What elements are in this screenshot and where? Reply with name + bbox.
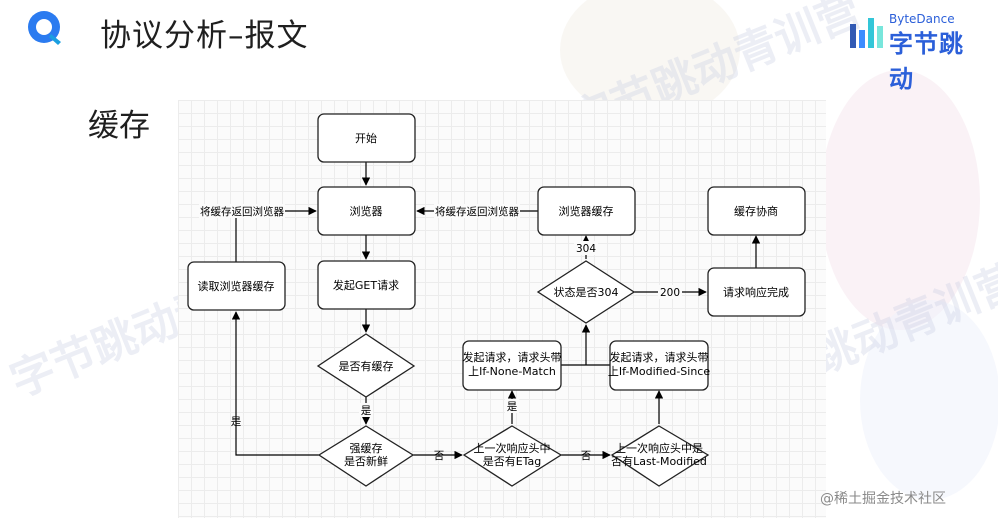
label-ifmod-1: 发起请求，请求头带 [610, 350, 709, 364]
brand-name: 字节跳动 [889, 30, 964, 93]
label-browser: 浏览器 [350, 204, 383, 218]
bytedance-bars-icon [850, 18, 883, 48]
edge-label-bg [574, 241, 598, 255]
label-lastmod-2: 否有Last-Modified [611, 454, 707, 468]
node-response-done [707, 267, 806, 317]
label-lastmod-1: 上一次响应头中是 [615, 441, 703, 455]
label-read-cache: 读取浏览器缓存 [198, 279, 275, 293]
label-response-done: 请求响应完成 [723, 285, 789, 299]
node-get-request [317, 260, 416, 310]
edge-label-200: 200 [660, 287, 680, 299]
label-start: 开始 [355, 131, 377, 145]
edge-label-return-left: 将缓存返回浏览器 [200, 205, 284, 218]
app-logo-icon [28, 11, 61, 45]
label-etag-2: 是否有ETag [483, 454, 542, 468]
node-strong-fresh [317, 425, 415, 487]
decor-blob [860, 300, 998, 500]
label-browser-cache: 浏览器缓存 [559, 204, 614, 218]
label-ifmod-2: 上If-Modified-Since [608, 365, 710, 378]
footer-credit: @稀土掘金技术社区 [820, 491, 946, 507]
node-status-304 [536, 260, 636, 324]
edge-label-bg [359, 403, 373, 417]
label-get-request: 发起GET请求 [333, 278, 399, 292]
edge-label-bg [658, 285, 682, 299]
node-start [317, 113, 416, 163]
label-ifnone-1: 发起请求，请求头带 [463, 350, 562, 364]
edge-label-bg [505, 399, 519, 413]
node-has-lastmod [610, 425, 710, 487]
bytedance-logo: ByteDance 字节跳动 [848, 12, 988, 93]
node-has-etag [462, 425, 563, 487]
node-cache-negotiate [707, 186, 806, 236]
edge-label-yes-fresh: 是 [231, 416, 242, 428]
edge-readcache-browser [235, 206, 317, 262]
brand-small-text: ByteDance [889, 12, 955, 26]
node-read-cache [187, 261, 286, 311]
edge-label-yes-etag: 是 [507, 401, 518, 413]
label-strong-fresh-1: 强缓存 [350, 441, 383, 455]
node-browser [317, 186, 416, 236]
label-ifnone-2: 上If-None-Match [468, 365, 556, 378]
label-has-cache: 是否有缓存 [339, 359, 394, 373]
edge-fresh-readcache [231, 311, 319, 456]
edge-label-return-mid: 将缓存返回浏览器 [435, 205, 519, 218]
node-if-modified-since [609, 340, 709, 391]
label-cache-negotiate: 缓存协商 [734, 204, 778, 218]
edge-label-304: 304 [576, 243, 596, 255]
label-etag-1: 上一次响应头中 [474, 441, 551, 455]
section-title: 缓存 [88, 108, 150, 144]
node-has-cache [316, 333, 416, 398]
edge-label-bg [434, 204, 520, 218]
edge-label-bg [199, 204, 285, 218]
edge-label-no-fresh: 否 [434, 450, 445, 462]
label-strong-fresh-2: 是否新鲜 [344, 454, 388, 468]
node-if-none-match [462, 340, 562, 391]
decor-blob [820, 70, 980, 330]
edge-label-yes-cache: 是 [361, 405, 372, 417]
node-browser-cache [537, 186, 636, 236]
label-status-304: 状态是否304 [554, 285, 619, 299]
page-title: 协议分析–报文 [100, 18, 309, 54]
edge-label-no-etag: 否 [581, 450, 592, 462]
